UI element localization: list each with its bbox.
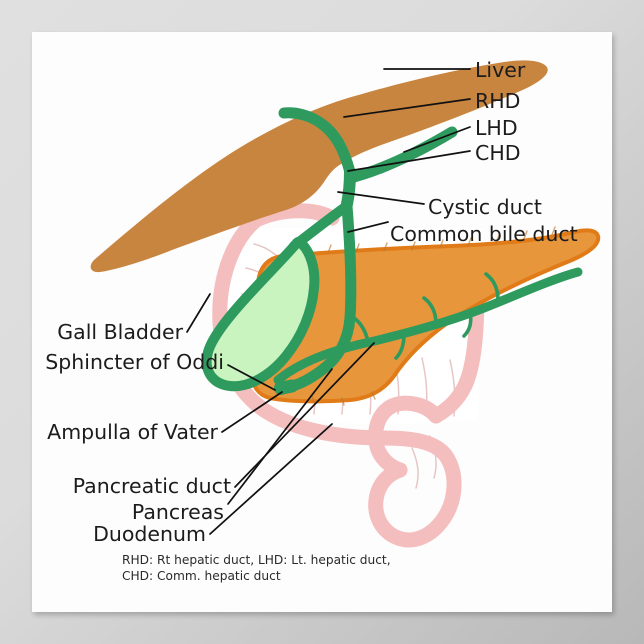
leader-cystic-duct xyxy=(337,191,425,205)
leader-lines xyxy=(186,68,471,535)
leader-pancreas xyxy=(227,368,333,505)
label-sphincter: Sphincter of Oddi xyxy=(45,350,224,374)
label-lhd: LHD xyxy=(475,116,518,140)
sphincter-of-oddi xyxy=(274,381,288,395)
label-pancreas: Pancreas xyxy=(132,500,224,524)
leader-gall-bladder xyxy=(186,293,211,333)
leader-sphincter xyxy=(227,364,276,391)
label-rhd: RHD xyxy=(475,89,520,113)
footnote-line-2: CHD: Comm. hepatic duct xyxy=(122,569,281,583)
label-cystic-duct: Cystic duct xyxy=(428,195,542,219)
right-hepatic-duct xyxy=(278,107,356,178)
common-hepatic-duct xyxy=(341,166,356,210)
label-pancreatic-duct: Pancreatic duct xyxy=(73,474,231,498)
footnote-line-1: RHD: Rt hepatic duct, LHD: Lt. hepatic d… xyxy=(122,553,391,567)
pancreatic-duct-main xyxy=(273,267,583,385)
leader-common-bile-duct xyxy=(347,221,389,233)
label-chd: CHD xyxy=(475,141,521,165)
leader-chd xyxy=(347,150,471,172)
common-bile-duct xyxy=(286,200,357,392)
label-liver: Liver xyxy=(475,58,526,82)
anatomy-diagram: Liver RHD LHD CHD Cystic duct Common bil… xyxy=(45,58,601,583)
leader-ampulla xyxy=(221,391,283,433)
leader-pancreatic-duct xyxy=(234,342,375,488)
label-duodenum: Duodenum xyxy=(93,522,206,546)
label-common-bile-duct: Common bile duct xyxy=(390,222,578,246)
leader-rhd xyxy=(343,98,471,118)
label-ampulla: Ampulla of Vater xyxy=(47,420,218,444)
label-gall-bladder: Gall Bladder xyxy=(57,320,183,344)
duodenum-wall-inner-arc xyxy=(368,395,444,478)
leader-lhd xyxy=(403,126,471,153)
poster-sheet: Liver RHD LHD CHD Cystic duct Common bil… xyxy=(32,32,612,612)
leader-duodenum xyxy=(209,423,333,535)
gall-bladder-organ xyxy=(201,236,320,392)
liver-organ xyxy=(90,60,548,273)
